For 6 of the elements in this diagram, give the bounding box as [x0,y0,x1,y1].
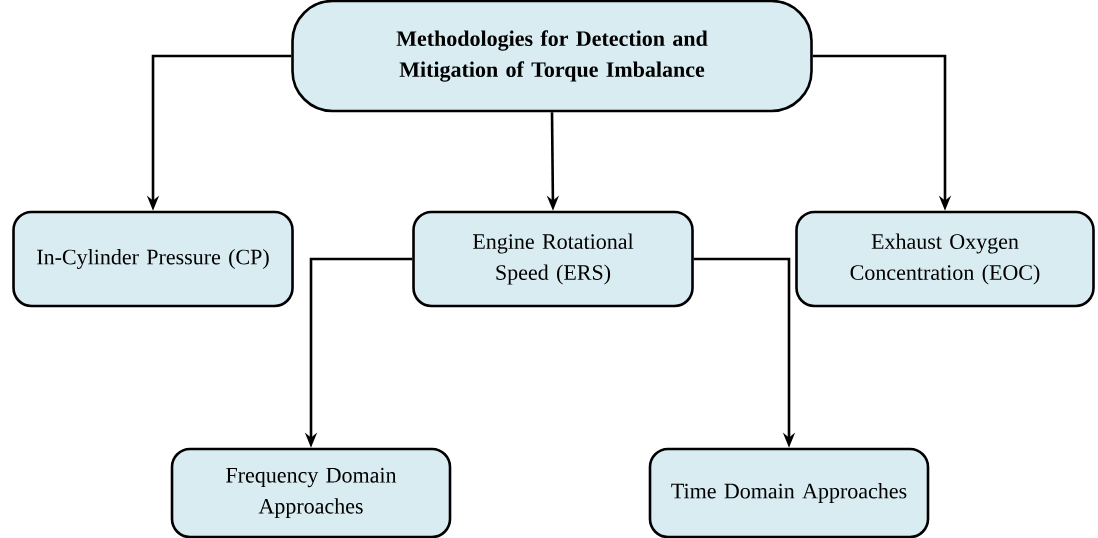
category-box: Exhaust Oxygen Concentration (EOC) [795,210,1095,308]
category-box: Frequency Domain Approaches [170,447,452,538]
category-box: Time Domain Approaches [648,447,930,538]
title-box: Methodologies for Detection and Mitigation of Torque Imbalance [291,0,813,113]
category-box: Engine Rotational Speed (ERS) [412,210,694,308]
category-box: In-Cylinder Pressure (CP) [12,210,294,308]
